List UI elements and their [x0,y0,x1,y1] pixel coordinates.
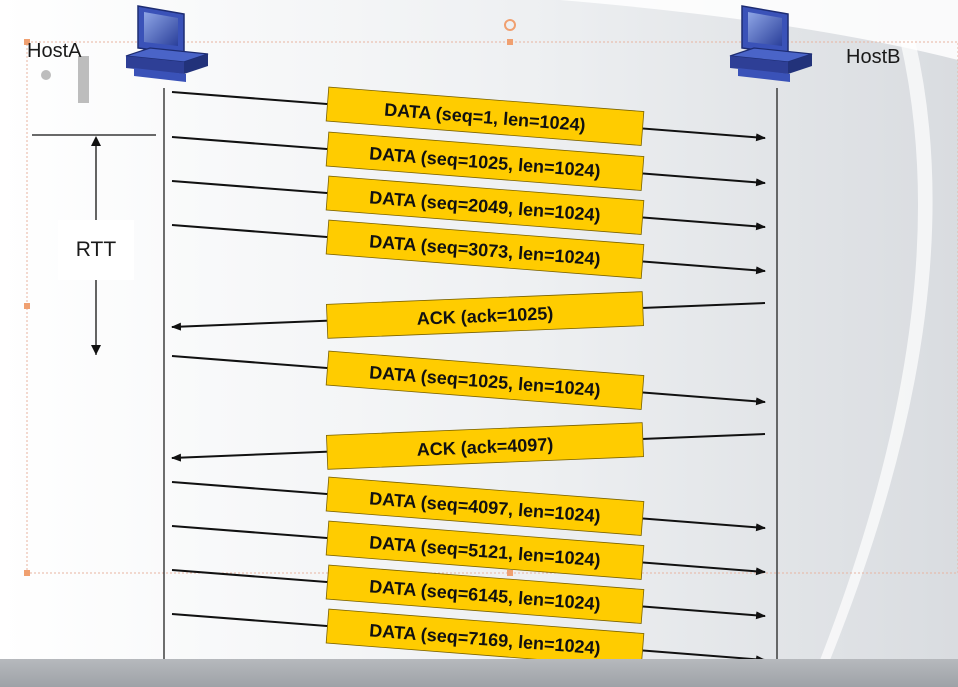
packet-fill [325,86,645,146]
message-2: DATA (seq=1025, len=1024) [171,131,766,191]
packet-fill [325,476,645,536]
message-10: DATA (seq=6145, len=1024) [171,564,766,624]
packet-box: ACK (ack=4097) [326,422,644,470]
packet-box: DATA (seq=1025, len=1024) [325,350,645,410]
packet-fill [325,350,645,410]
packet-fill [325,131,645,191]
message-7: ACK (ack=4097) [171,422,766,470]
packet-fill [325,564,645,624]
packet-box: ACK (ack=1025) [326,291,644,339]
packet-fill [326,422,644,470]
packet-fill [325,175,645,235]
message-9: DATA (seq=5121, len=1024) [171,520,766,580]
hostA-label: HostA [27,40,82,62]
message-1: DATA (seq=1, len=1024) [171,86,766,146]
message-4: DATA (seq=3073, len=1024) [171,219,766,279]
packet-fill [325,608,645,668]
hostA-computer-icon [125,5,209,82]
packet-fill [325,219,645,279]
message-8: DATA (seq=4097, len=1024) [171,476,766,536]
packet-fill [326,291,644,339]
rtt-label: RTT [58,220,134,280]
bottom-bar [0,659,958,687]
message-5: ACK (ack=1025) [171,291,766,339]
message-3: DATA (seq=2049, len=1024) [171,175,766,235]
packet-fill [325,520,645,580]
hostB-computer-icon [729,5,813,82]
message-6: DATA (seq=1025, len=1024) [171,350,766,410]
hostB-label: HostB [846,46,901,68]
